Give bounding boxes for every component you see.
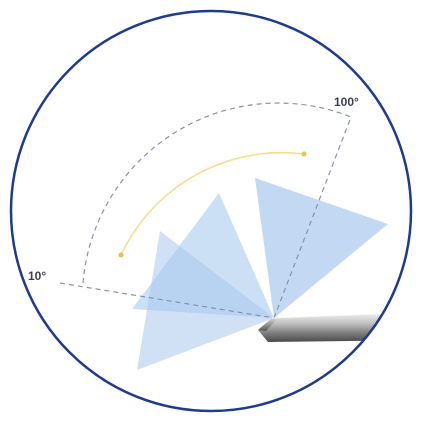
circle-border xyxy=(9,9,413,413)
articulation-arc-end-dot xyxy=(301,151,307,157)
fov-cone-upper xyxy=(255,178,388,318)
outer-dashed-arc xyxy=(82,102,352,284)
articulation-arc xyxy=(120,151,305,256)
fov-cone-lower xyxy=(137,231,274,370)
diagram-content xyxy=(59,102,411,370)
probe-tip xyxy=(258,311,411,342)
angle-label-min: 10° xyxy=(28,269,46,283)
articulation-arc-start-dot xyxy=(118,252,124,258)
angle-label-max: 100° xyxy=(334,95,359,109)
guide-line-10deg xyxy=(59,282,275,319)
